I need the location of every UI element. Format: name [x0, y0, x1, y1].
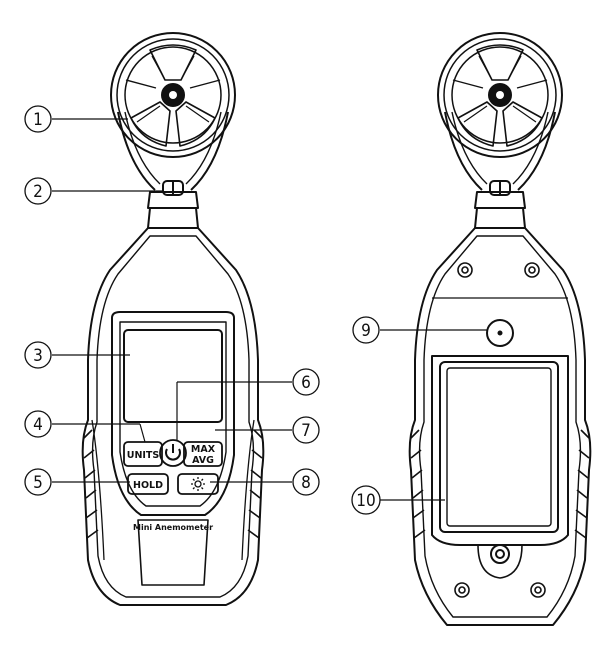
- hold-label: HOLD: [133, 480, 163, 491]
- power-button[interactable]: [159, 439, 187, 467]
- callout-8: 8: [301, 473, 311, 493]
- front-impeller: [110, 32, 236, 158]
- front-face-panel: [111, 311, 235, 516]
- front-body: [81, 227, 265, 606]
- back-neck: [444, 111, 556, 229]
- front-button-pad: [123, 439, 223, 495]
- back-sensor: [486, 319, 514, 347]
- model-label: Mini Anemometer: [133, 523, 213, 532]
- callout-6: 6: [301, 373, 311, 393]
- callout-7: 7: [301, 421, 311, 441]
- back-impeller: [437, 32, 563, 158]
- callout-circles: [24, 105, 381, 515]
- back-view: [408, 32, 592, 626]
- callout-9: 9: [361, 321, 371, 341]
- callout-1: 1: [33, 110, 43, 130]
- callout-5: 5: [33, 473, 43, 493]
- units-label: UNITS: [127, 450, 160, 461]
- power-icon: [165, 444, 181, 461]
- front-view: [81, 32, 265, 606]
- units-button[interactable]: [123, 441, 163, 467]
- backlight-button[interactable]: [177, 473, 219, 495]
- back-battery-cover: [431, 355, 569, 579]
- front-neck: [117, 111, 229, 229]
- callout-10: 10: [356, 491, 375, 511]
- back-body: [408, 227, 592, 626]
- front-lcd-screen: [123, 329, 223, 423]
- callout-2: 2: [33, 182, 43, 202]
- hold-button[interactable]: [127, 473, 169, 495]
- callout-4: 4: [33, 415, 43, 435]
- callout-leaders: [52, 118, 488, 501]
- avg-label: AVG: [192, 455, 214, 466]
- backlight-icon: [191, 477, 205, 491]
- callout-3: 3: [33, 346, 43, 366]
- back-screws: [454, 262, 546, 598]
- max-label: MAX: [191, 444, 216, 455]
- front-bottom-plate: [137, 519, 209, 586]
- max-avg-button[interactable]: [183, 441, 223, 467]
